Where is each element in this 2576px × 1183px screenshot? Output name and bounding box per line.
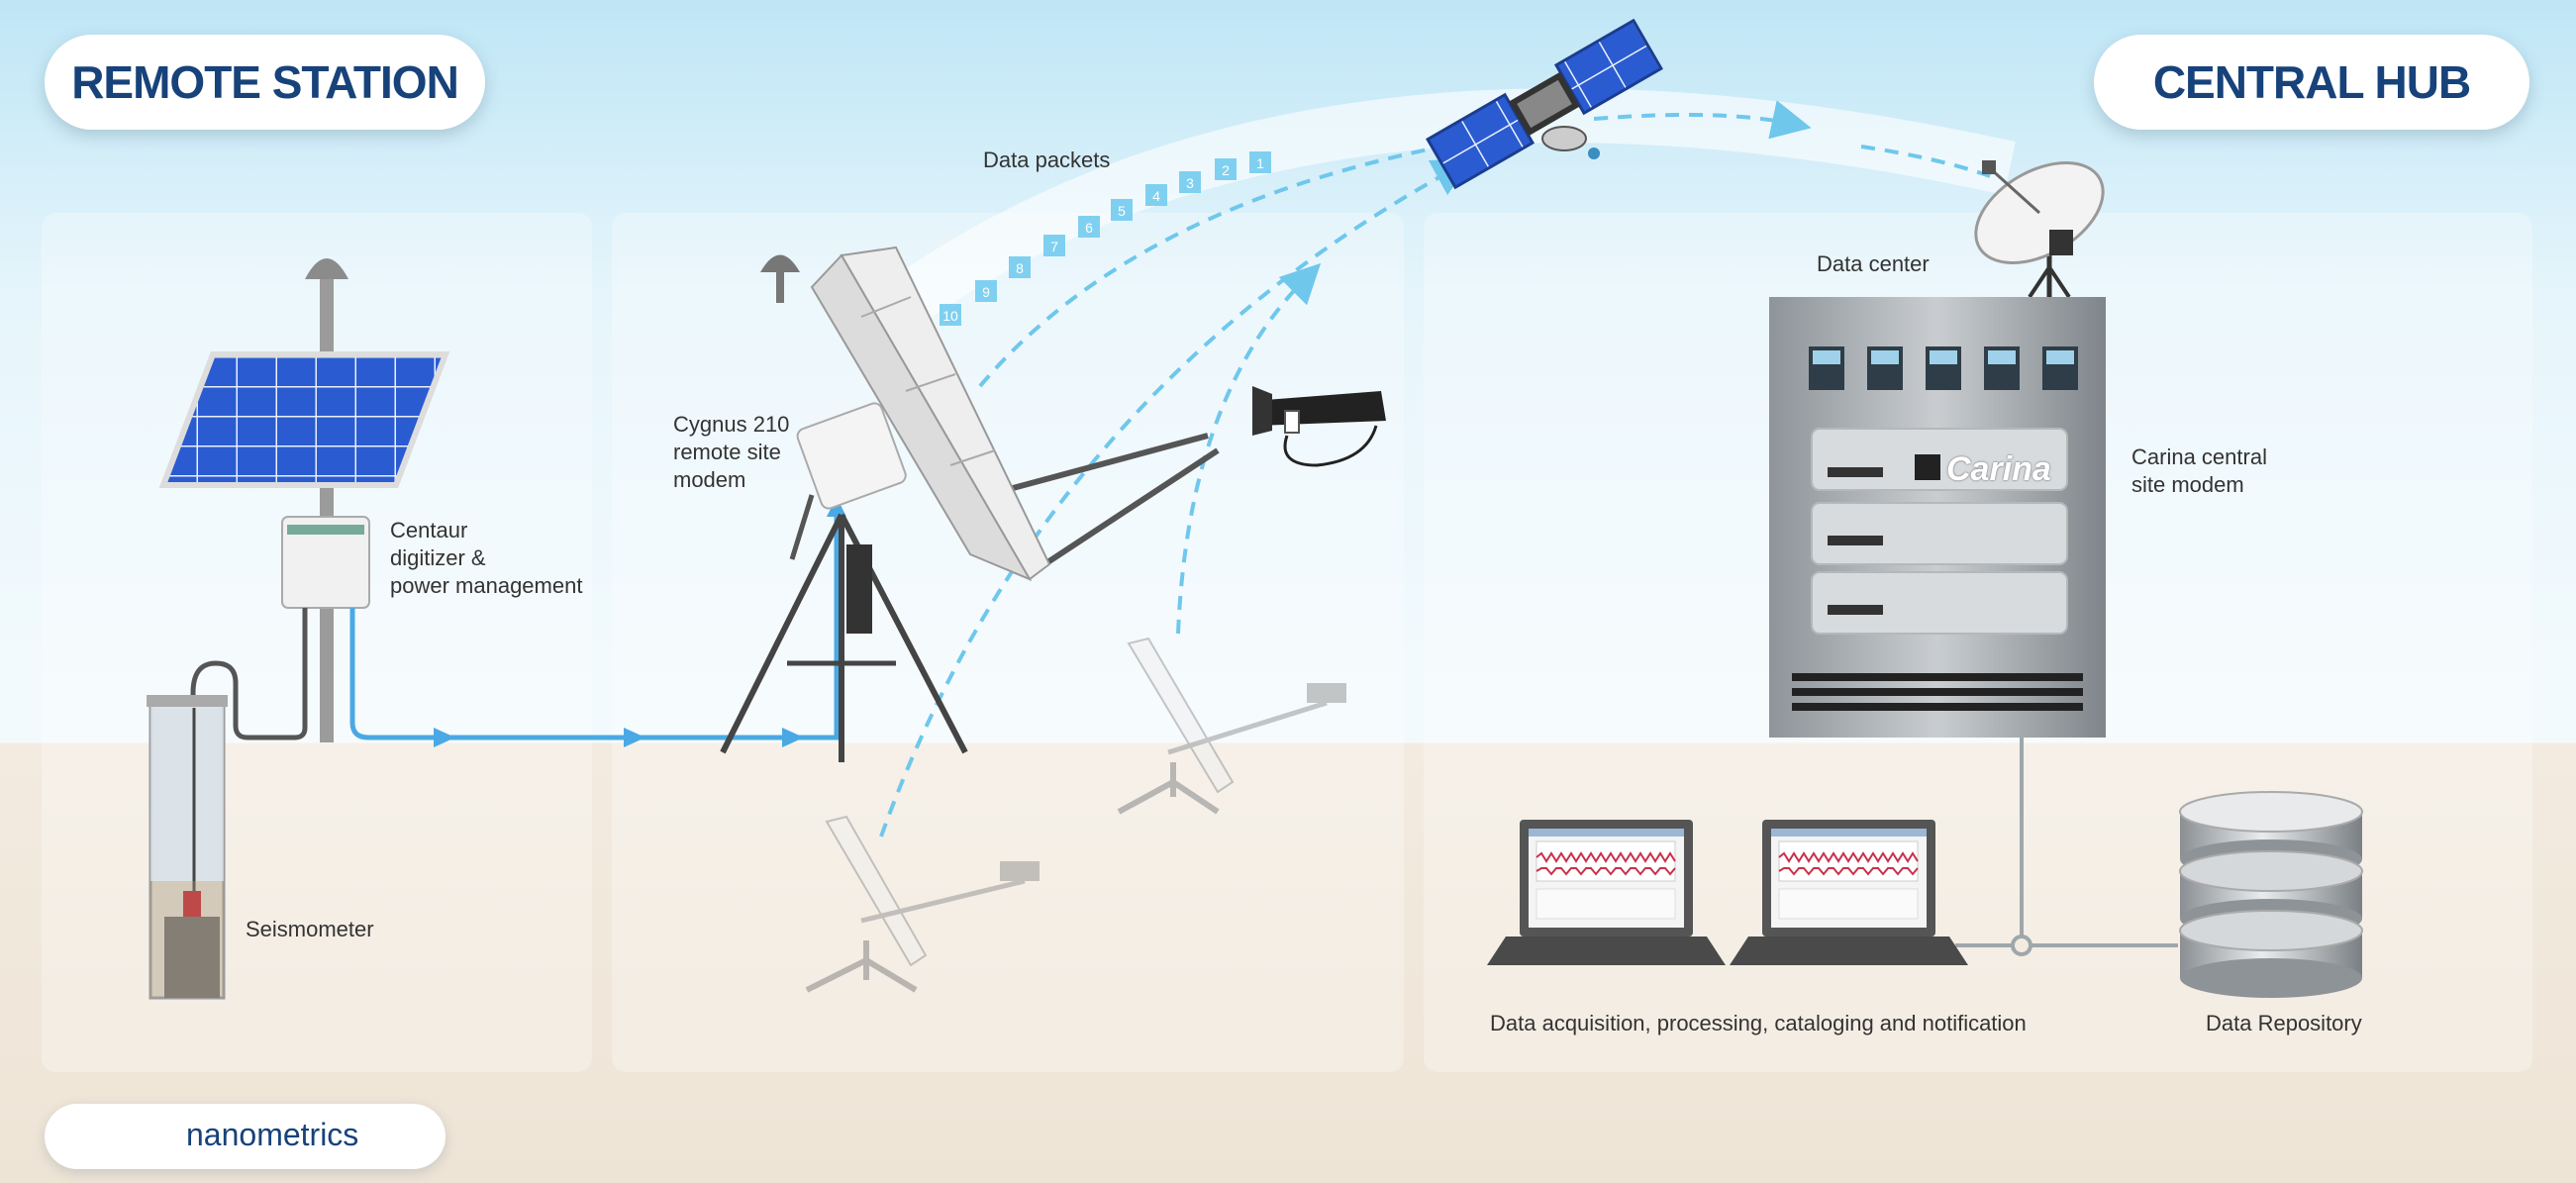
uplink-path — [978, 122, 1505, 388]
data-packet-number: 5 — [1118, 203, 1126, 219]
centaur-digitizer — [281, 516, 370, 609]
database-cylinders — [2179, 791, 2363, 998]
nanometrics-logo — [45, 1104, 446, 1169]
data-center-rack — [1769, 297, 2106, 738]
cygnus-vsat-dish — [720, 246, 1386, 762]
central-hub-header: CENTRAL HUB — [2094, 35, 2529, 130]
field-uplink-path-2 — [1176, 262, 1322, 635]
data-center-label: Data center — [1817, 251, 1930, 276]
data-packet-number: 8 — [1016, 260, 1024, 276]
central-hub-title: CENTRAL HUB — [2152, 56, 2471, 108]
data-packet-3: 3 — [1179, 171, 1201, 193]
field-dish-small-1 — [1117, 637, 1346, 815]
remote-station-title: REMOTE STATION — [71, 56, 459, 108]
remote-station-header: REMOTE STATION — [45, 35, 485, 130]
data-packet-number: 6 — [1085, 220, 1093, 236]
solar-panel — [158, 351, 450, 488]
data-packet-6: 6 — [1078, 216, 1100, 238]
satellite-link-panel — [612, 213, 1404, 1072]
cygnus-modem-label: Cygnus 210 remote site modem — [673, 412, 790, 492]
field-uplink-path-1 — [879, 158, 1473, 838]
data-packets-label: Data packets — [983, 148, 1111, 172]
repository-label: Data Repository — [2206, 1011, 2362, 1035]
network-lines — [1955, 738, 2178, 947]
data-packet-9: 9 — [975, 280, 997, 302]
carina-logo: Carina — [1946, 450, 2051, 488]
data-packet-1: 1 — [1249, 151, 1271, 173]
acquisition-label: Data acquisition, processing, cataloging… — [1490, 1011, 2027, 1035]
data-packet-5: 5 — [1111, 199, 1133, 221]
data-packet-number: 4 — [1152, 188, 1160, 204]
data-packet-number: 10 — [942, 308, 958, 324]
nanometrics-wordmark: nanometrics — [186, 1117, 359, 1152]
carina-modem-label: Carina central site modem — [2131, 444, 2267, 497]
seismometer-label: Seismometer — [246, 917, 374, 941]
data-packet-number: 3 — [1186, 175, 1194, 191]
centaur-label: Centaur digitizer & power management — [390, 518, 583, 598]
data-packet-number: 2 — [1222, 162, 1230, 178]
hub-satellite-dish — [1974, 160, 2105, 299]
field-dish-small-2 — [805, 815, 1040, 993]
remote-station-equipment — [147, 258, 450, 1000]
data-packet-4: 4 — [1145, 184, 1167, 206]
data-packet-number: 9 — [982, 284, 990, 300]
data-packet-8: 8 — [1009, 256, 1031, 278]
data-cable — [349, 505, 840, 740]
data-packet-2: 2 — [1215, 158, 1237, 180]
seismometer — [147, 695, 228, 1000]
downlink-path — [1593, 100, 1812, 140]
data-packet-10: 10 — [940, 304, 961, 326]
satellite — [1426, 18, 1663, 190]
data-packet-number: 7 — [1050, 239, 1058, 254]
laptop-1 — [1487, 820, 1726, 965]
data-packet-number: 1 — [1256, 155, 1264, 171]
laptop-2 — [1730, 820, 1968, 965]
data-packet-sequence: 1 2 3 4 5 6 7 8 9 10 — [940, 151, 1271, 326]
data-packet-7: 7 — [1043, 235, 1065, 256]
